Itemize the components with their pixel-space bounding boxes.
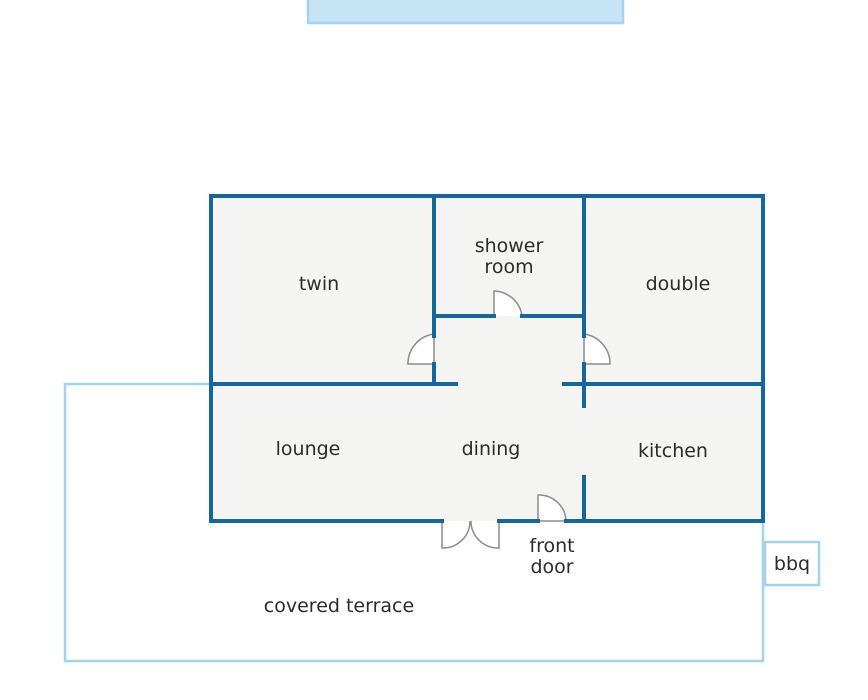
terrace-door-right[interactable]	[470, 520, 500, 549]
room-label-shower-line2: room	[484, 256, 533, 278]
doors	[406, 290, 611, 549]
room-label-kitchen: kitchen	[638, 440, 708, 462]
house-floor	[211, 196, 763, 521]
room-label-shower-line1: shower	[475, 235, 544, 257]
bbq-box	[763, 540, 821, 587]
top-banner-block	[306, 0, 625, 25]
front-door-label-line1: front	[529, 535, 574, 557]
room-label-double: double	[646, 273, 711, 295]
terrace-door-left[interactable]	[441, 520, 471, 549]
double-door-swing[interactable]	[583, 333, 611, 365]
room-label-lounge: lounge	[276, 438, 341, 460]
front-door-label-line2: door	[530, 556, 573, 578]
room-label-twin: twin	[299, 273, 339, 295]
shower-door[interactable]	[493, 290, 523, 317]
twin-door-swing	[407, 333, 435, 365]
room-label-dining: dining	[462, 438, 521, 460]
terrace-outline	[63, 382, 765, 663]
walls	[209, 194, 765, 523]
bbq-label: bbq	[774, 553, 810, 575]
terrace-label: covered terrace	[264, 595, 414, 617]
